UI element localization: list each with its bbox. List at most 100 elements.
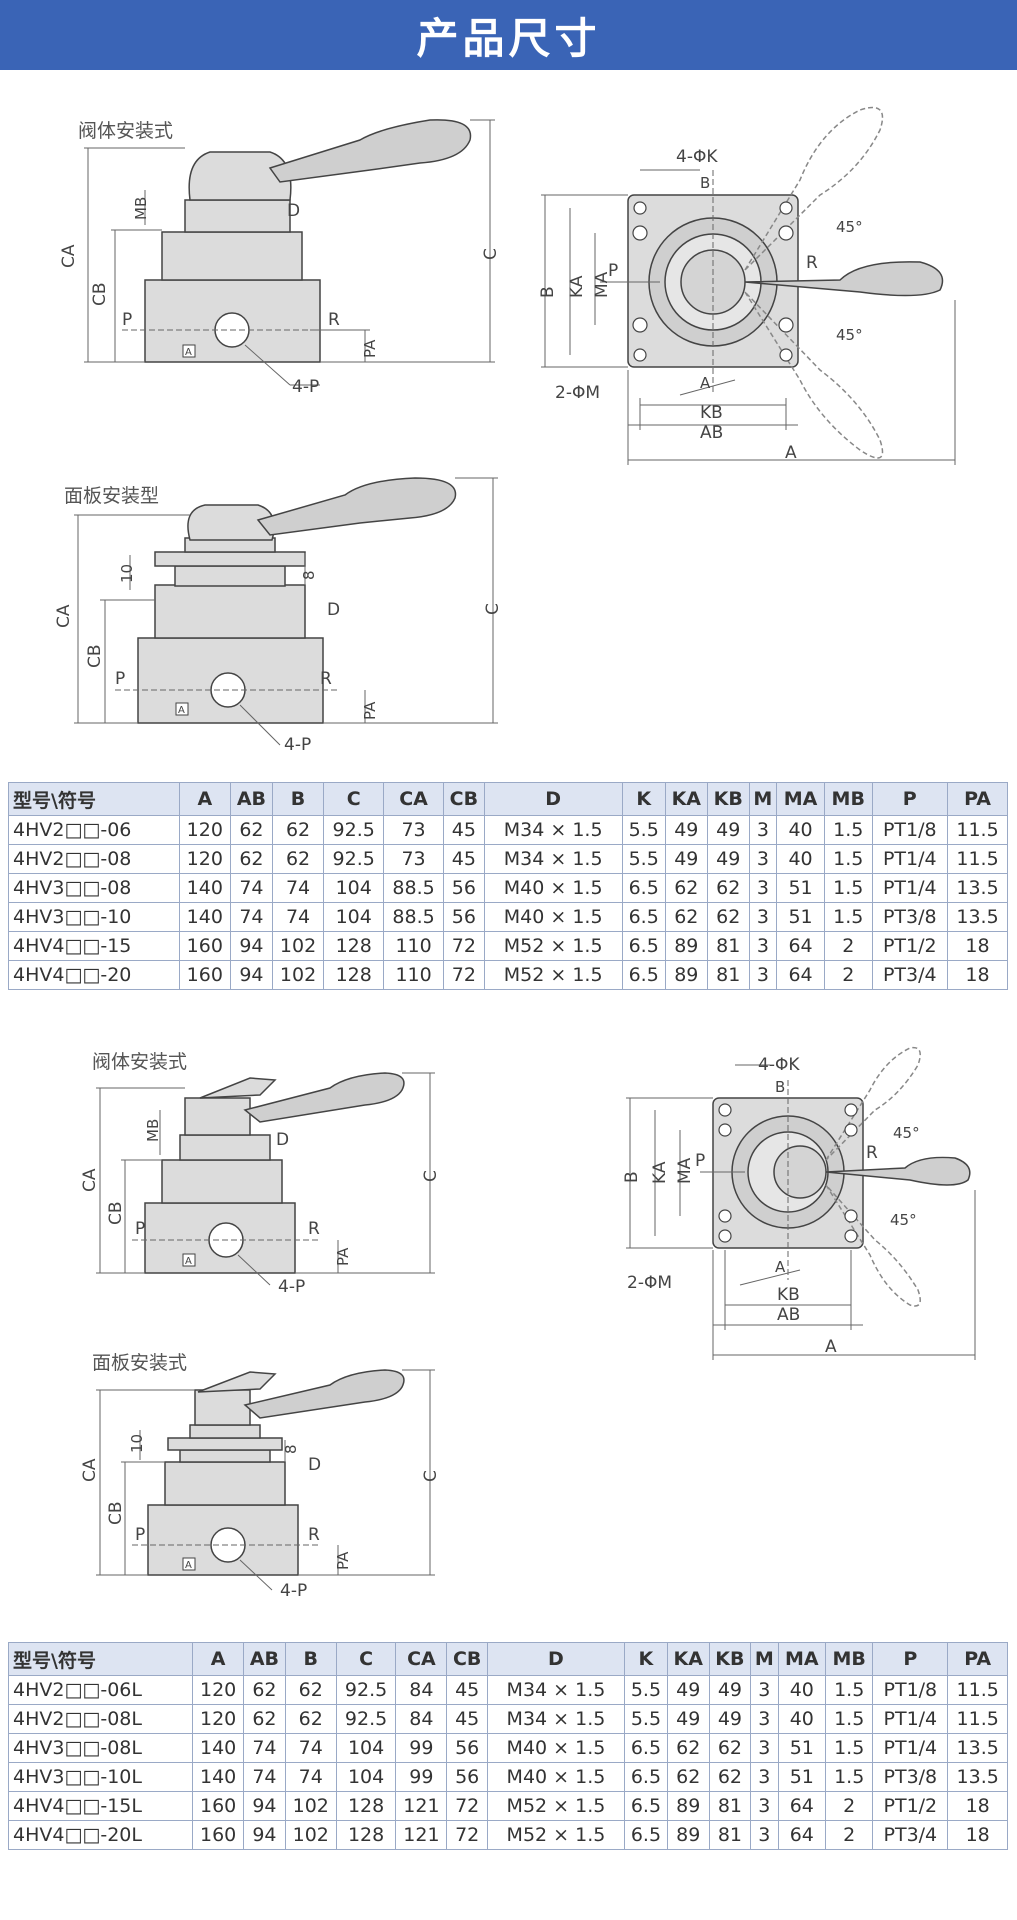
- port-count-label: 4-P: [292, 377, 319, 397]
- table-cell: 140: [192, 1733, 245, 1763]
- table-cell: 56: [446, 1762, 488, 1792]
- label-panel-mount-1: 面板安装型: [64, 485, 160, 507]
- table-header-cell: 型号\符号: [7, 1642, 194, 1676]
- table-cell: 40: [777, 1675, 827, 1705]
- table-cell: M52 × 1.5: [483, 931, 623, 961]
- table-cell: 3: [750, 1820, 779, 1850]
- table-cell: 74: [271, 873, 325, 903]
- dim-pa: PA: [361, 339, 379, 358]
- table-cell: 81: [708, 1791, 752, 1821]
- table-cell: 13.5: [947, 1733, 1008, 1763]
- table-cell: 121: [395, 1791, 448, 1821]
- table-cell: 4HV3□□-10: [8, 902, 180, 932]
- table-cell: 110: [383, 931, 444, 961]
- table-cell: 5.5: [623, 1704, 668, 1734]
- table-header-cell: AB: [230, 782, 273, 816]
- table-cell: 6.5: [623, 1762, 668, 1792]
- table-cell: 92.5: [335, 1704, 397, 1734]
- port-r-2: R: [308, 1219, 320, 1239]
- dim-c-panel-2: C: [421, 1470, 441, 1482]
- port-p-panel-2: P: [135, 1525, 145, 1545]
- table-cell: 121: [395, 1820, 448, 1850]
- table-cell: 110: [383, 960, 444, 990]
- dim-b: B: [538, 286, 558, 298]
- table-header-cell: KA: [664, 782, 708, 816]
- table-header-cell: K: [623, 1642, 668, 1676]
- table-cell: 140: [192, 1762, 245, 1792]
- table-header-cell: CA: [383, 782, 444, 816]
- table-cell: 64: [777, 1791, 827, 1821]
- table-cell: 72: [446, 1820, 488, 1850]
- table-cell: 51: [776, 873, 825, 903]
- table-header-cell: AB: [243, 1642, 286, 1676]
- table-cell: 13.5: [947, 1762, 1008, 1792]
- table-cell: 74: [230, 873, 273, 903]
- table-header-cell: P: [871, 782, 949, 816]
- page-title: 产品尺寸: [416, 13, 601, 63]
- table-header-cell: CA: [395, 1642, 448, 1676]
- dim-ca: CA: [59, 244, 79, 268]
- table-cell: 5.5: [621, 844, 666, 874]
- angle-lower-2: 45°: [890, 1211, 917, 1229]
- dim-d-panel: D: [327, 600, 340, 620]
- port-p: P: [122, 310, 132, 330]
- table-cell: 62: [284, 1704, 337, 1734]
- label-phik: 4-ΦK: [676, 147, 718, 167]
- table-cell: M52 × 1.5: [486, 1820, 625, 1850]
- dim-d: D: [287, 201, 300, 221]
- table-cell: 18: [947, 960, 1008, 990]
- dim-d-panel-2: D: [308, 1455, 321, 1475]
- table-cell: PT1/8: [871, 815, 949, 845]
- table-cell: 128: [335, 1791, 397, 1821]
- table-cell: 1.5: [825, 1762, 874, 1792]
- table-cell: 11.5: [947, 844, 1008, 874]
- table-cell: PT3/4: [871, 960, 949, 990]
- table-cell: PT1/2: [872, 1791, 949, 1821]
- table-cell: 4HV3□□-08: [8, 873, 180, 903]
- dim-ten-2: 10: [128, 1434, 146, 1453]
- table-cell: 4HV2□□-08: [8, 844, 180, 874]
- table-cell: 74: [243, 1762, 286, 1792]
- port-count-label-panel-2: 4-P: [280, 1581, 307, 1601]
- table-header-cell: A: [192, 1642, 245, 1676]
- table-cell: 120: [192, 1675, 245, 1705]
- table-header-cell: C: [335, 1642, 397, 1676]
- table-cell: PT3/8: [872, 1762, 949, 1792]
- port-r-panel-2: R: [308, 1525, 320, 1545]
- dim-ka-2: KA: [650, 1161, 670, 1184]
- table-cell: 81: [708, 1820, 752, 1850]
- dim-c-2: C: [421, 1170, 441, 1182]
- dim-c: C: [481, 248, 501, 260]
- table-cell: PT1/4: [872, 1733, 949, 1763]
- table-cell: 62: [230, 844, 273, 874]
- table-cell: 6.5: [621, 902, 666, 932]
- table-cell: 2: [823, 960, 873, 990]
- table-cell: 3: [750, 1733, 779, 1763]
- table-cell: 49: [664, 815, 708, 845]
- angle-lower: 45°: [836, 326, 863, 344]
- table-cell: 56: [443, 873, 485, 903]
- table-cell: 3: [750, 1675, 779, 1705]
- table-cell: 1.5: [823, 815, 873, 845]
- dim-c-panel: C: [483, 603, 503, 615]
- table-cell: 4HV2□□-06L: [7, 1675, 194, 1705]
- side-view-panel-mount-1: A CA CB 10 8 D C P R PA 4-P: [54, 477, 503, 755]
- port-p-top: P: [608, 261, 618, 281]
- port-r-top-2: R: [866, 1143, 878, 1163]
- table-header-cell: MB: [823, 782, 873, 816]
- table-cell: 5.5: [621, 815, 666, 845]
- table-cell: 102: [271, 960, 325, 990]
- a-mark-panel: A: [178, 705, 185, 716]
- table-cell: 104: [335, 1733, 397, 1763]
- table-cell: 3: [750, 1762, 779, 1792]
- table-cell: M40 × 1.5: [486, 1762, 625, 1792]
- table-cell: 104: [323, 873, 385, 903]
- table-cell: 140: [178, 873, 232, 903]
- dim-ca-2: CA: [80, 1168, 100, 1192]
- top-view-1: 4-ΦK B B KA MA P R 45° 45° A 2-ΦM KB AB …: [538, 106, 956, 465]
- a-mark: A: [185, 347, 192, 358]
- table-cell: 51: [777, 1762, 827, 1792]
